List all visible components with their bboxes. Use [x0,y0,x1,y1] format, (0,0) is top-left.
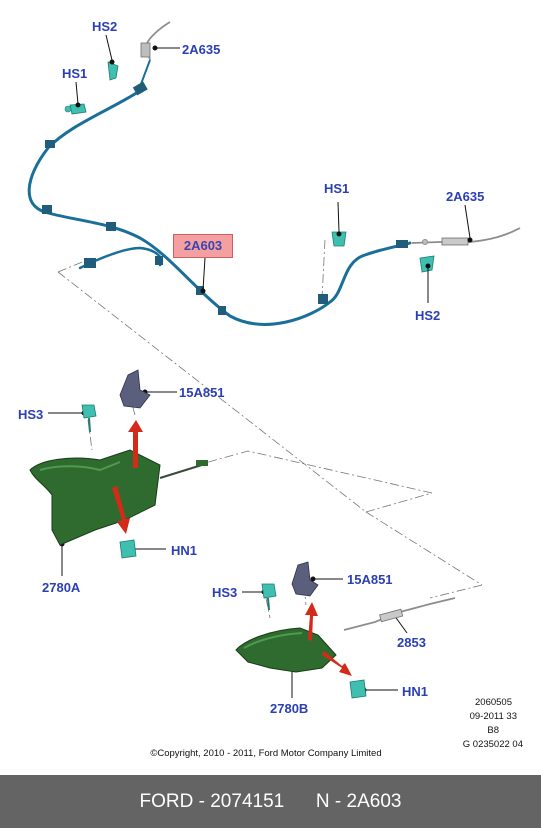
label-15a851-right: 15A851 [347,572,393,587]
brake-lever-2780a [29,449,208,546]
label-hs1-right: HS1 [324,181,350,196]
code-line-3: B8 [487,725,499,736]
label-2a635-right: 2A635 [446,189,485,204]
code-line-1: 2060505 [475,697,512,708]
bolt-hs3-left [81,404,97,433]
footer-part-number: FORD - 2074151 [139,790,285,812]
label-hs2-top: HS2 [92,19,118,34]
footer-bar: FORD - 2074151 N - 2A603 [0,775,541,828]
clip-hs1-right [331,231,347,247]
alignment-lines [57,239,483,619]
label-hn1-left: HN1 [171,543,198,558]
label-hs1-top: HS1 [62,66,88,81]
label-2a603: 2A603 [183,238,223,253]
label-15a851-left: 15A851 [179,385,225,400]
code-line-2: 09-2011 33 [469,711,517,722]
label-2853: 2853 [397,635,426,650]
footer-catalog-number: N - 2A603 [315,790,402,812]
label-2a635-top: 2A635 [182,42,221,57]
label-hn1-right: HN1 [402,684,429,699]
cable-2853 [343,597,456,631]
cable-end-2a635-top [140,21,171,61]
clip-hs1-top [64,103,87,115]
cable-2a603 [27,59,412,326]
label-hs2-right: HS2 [415,308,441,323]
parking-brake-exploded-diagram [27,21,521,699]
nut-hn1-right [349,679,367,699]
nut-hn1-left [119,539,137,559]
bracket-15a851-right [291,561,319,597]
cable-end-2a635-right [411,227,521,246]
bolt-hs3-right [261,583,277,611]
arrows-left [112,420,143,534]
copyright-notice: ©Copyright, 2010 - 2011, Ford Motor Comp… [150,748,382,759]
brake-lever-2780b [235,627,337,673]
arrows-right [305,602,352,676]
label-2780b: 2780B [270,701,309,716]
clip-hs2-top [107,61,119,81]
code-line-4: G 0235022 04 [462,739,523,750]
label-2780a: 2780A [42,580,81,595]
highlight-2a603: 2A603 [173,234,233,258]
label-hs3-right: HS3 [212,585,238,600]
bracket-15a851-left [119,369,151,409]
leader-lines [48,34,473,698]
label-hs3-left: HS3 [18,407,44,422]
